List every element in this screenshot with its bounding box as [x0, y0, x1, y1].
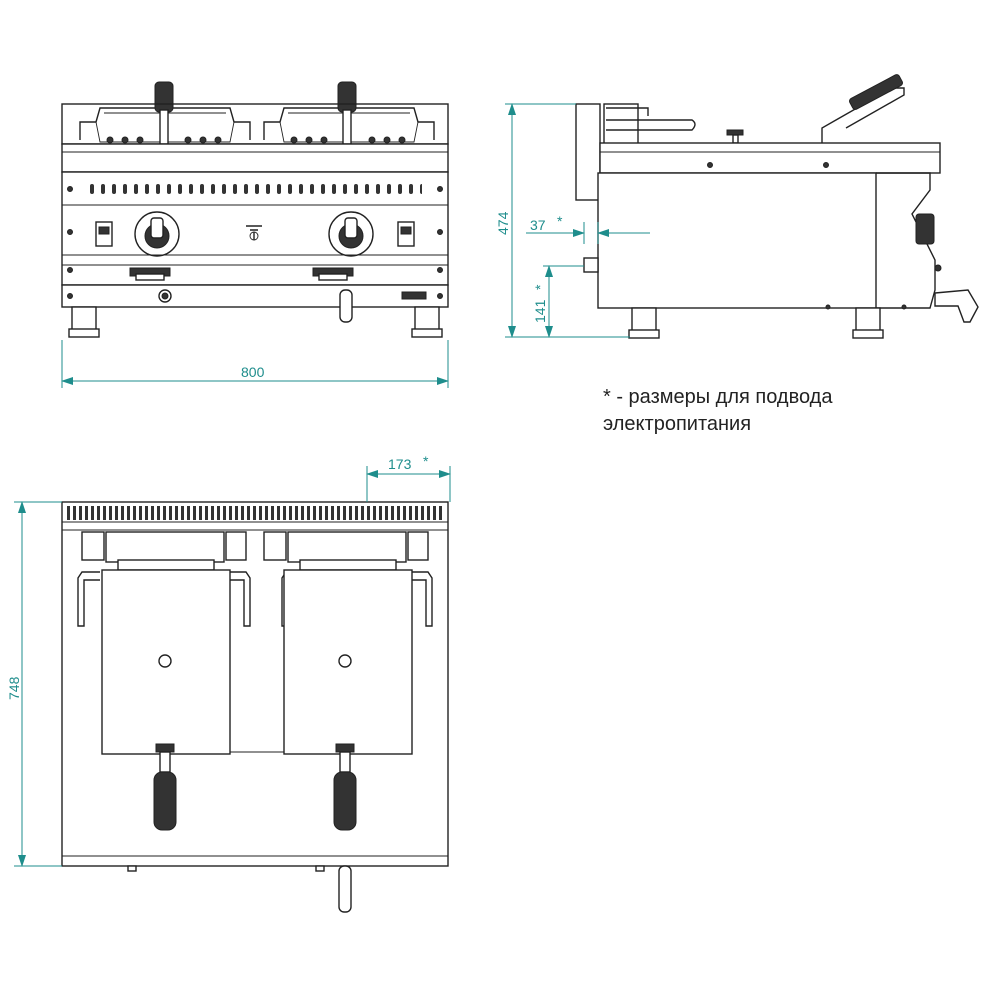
dimension-inlet-offset: 37 *: [526, 213, 650, 244]
dim-label-800: 800: [241, 364, 265, 380]
dim-asterisk-141: *: [532, 284, 548, 290]
front-basket-left: [79, 81, 251, 147]
side-basket-handle: [821, 74, 905, 143]
top-tank-right: [263, 531, 433, 831]
footnote: * - размеры для подвода электропитания: [603, 384, 983, 438]
thermostat-knob-left: [134, 211, 180, 257]
footnote-line-1: * - размеры для подвода: [603, 386, 833, 408]
thermostat-knob-right: [328, 211, 374, 257]
dimension-top-inlet: 173 *: [366, 453, 451, 502]
dim-asterisk-37: *: [557, 213, 563, 229]
indicator-lamp: [246, 225, 262, 240]
front-basket-right: [263, 81, 435, 147]
top-tank-left: [77, 531, 251, 831]
top-view: [61, 501, 449, 913]
dim-asterisk-173: *: [423, 453, 429, 469]
footnote-line-2: электропитания: [603, 413, 752, 435]
front-view: [61, 81, 449, 338]
dim-label-474: 474: [495, 211, 511, 235]
dimension-side-height: 474: [495, 103, 630, 338]
dimension-front-width: 800: [61, 340, 449, 388]
dim-label-141: 141: [532, 299, 548, 323]
dim-label-748: 748: [6, 676, 22, 700]
side-view: [575, 74, 979, 339]
dimension-inlet-height: 141 *: [532, 265, 584, 338]
dim-label-37: 37: [530, 217, 546, 233]
dimension-top-depth: 748: [6, 501, 62, 867]
dim-label-173: 173: [388, 456, 412, 472]
